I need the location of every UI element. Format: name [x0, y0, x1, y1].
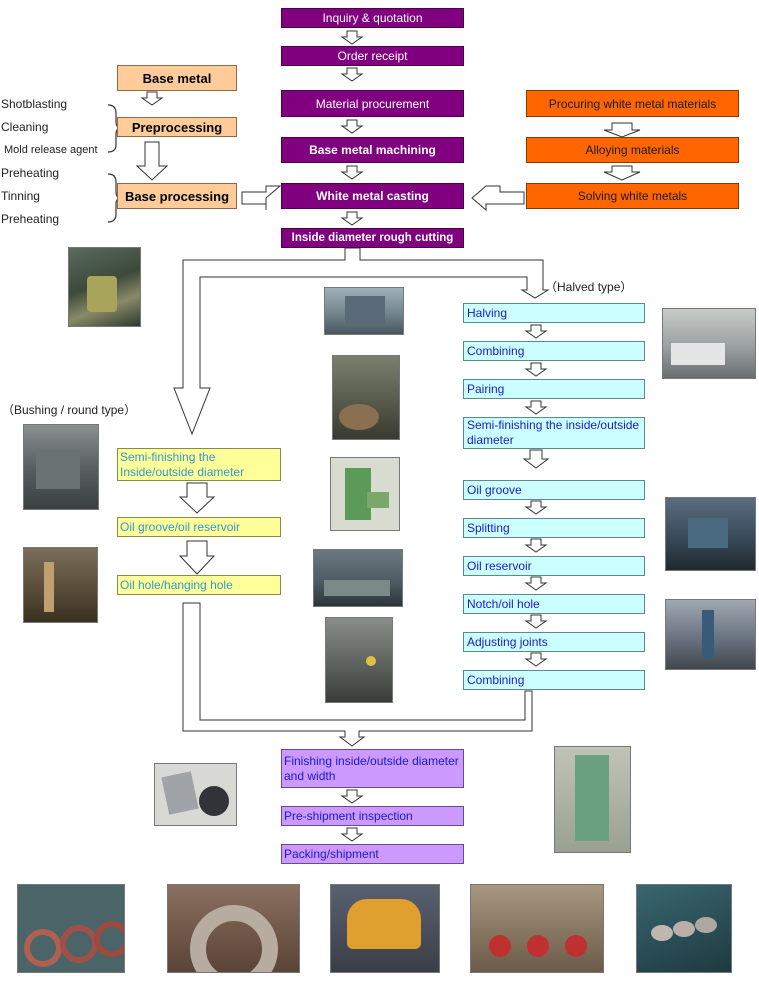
arrow-down-icon [341, 211, 363, 226]
arrow-down-large-icon [135, 141, 169, 181]
bushing-step-semi-finishing: Semi-finishing the Inside/outside diamet… [117, 448, 281, 481]
arrow-down-icon [525, 576, 547, 591]
arrow-down-icon [525, 324, 547, 339]
branch-split-connector [173, 247, 550, 436]
step-material-procurement: Material procurement [281, 90, 464, 117]
halved-step-oil-groove: Oil groove [463, 480, 645, 500]
label-tinning: Tinning [1, 189, 40, 203]
photo-product-rings [17, 884, 125, 973]
halved-step-oil-reservoir: Oil reservoir [463, 556, 645, 576]
arrow-down-icon [178, 540, 216, 575]
halved-step-notch: Notch/oil hole [463, 594, 645, 614]
photo-cnc-machine [324, 287, 404, 335]
arrow-down-icon [525, 400, 547, 415]
photo-product-housing [330, 884, 440, 973]
arrow-down-icon [178, 482, 216, 514]
label-preheating: Preheating [1, 166, 60, 180]
halved-step-splitting: Splitting [463, 518, 645, 538]
photo-halved-machine [665, 497, 756, 571]
photo-lathe [68, 247, 141, 327]
merge-connector [182, 602, 533, 747]
photo-planer [325, 617, 393, 703]
label-cleaning: Cleaning [1, 120, 49, 134]
arrow-down-icon [525, 538, 547, 553]
step-base-metal: Base metal [117, 65, 237, 91]
arrow-down-icon [341, 67, 363, 82]
arrow-down-icon [525, 362, 547, 377]
arrow-down-icon [522, 449, 550, 469]
photo-large-machine [662, 308, 756, 379]
halved-step-semi-finishing: Semi-finishing the inside/outside diamet… [463, 417, 645, 449]
photo-bearing-parts [154, 763, 237, 826]
halved-step-pairing: Pairing [463, 379, 645, 399]
halved-step-combining-2: Combining [463, 670, 645, 690]
step-rough-cutting: Inside diameter rough cutting [281, 228, 464, 248]
arrow-down-icon [141, 91, 163, 106]
label-preheating-2: Preheating [1, 212, 60, 226]
arrow-down-icon [341, 827, 363, 842]
photo-drill-press [23, 547, 98, 623]
step-order-receipt: Order receipt [281, 46, 464, 66]
arrow-down-icon [341, 30, 363, 45]
step-base-metal-machining: Base metal machining [281, 137, 464, 163]
arrow-left-icon [471, 185, 525, 212]
step-white-metal-casting: White metal casting [281, 183, 464, 209]
photo-vertical-machine [554, 746, 631, 853]
arrow-down-icon [603, 165, 641, 181]
photo-bushing-lathe [23, 424, 99, 510]
label-shotblasting: Shotblasting [1, 97, 68, 111]
step-base-processing: Base processing [117, 183, 237, 209]
arrow-down-icon [341, 119, 363, 134]
bushing-title: （Bushing / round type） [2, 403, 137, 417]
halved-step-halving: Halving [463, 303, 645, 323]
photo-product-bushings [636, 884, 732, 973]
label-mold-release: Mold release agent [4, 144, 98, 156]
arrow-down-icon [603, 122, 641, 138]
arrow-down-icon [341, 165, 363, 180]
arrow-down-icon [341, 789, 363, 804]
arrow-right-icon [241, 185, 282, 210]
halved-step-adjusting-joints: Adjusting joints [463, 632, 645, 652]
photo-vertical-lathe [332, 355, 400, 440]
arrow-down-icon [525, 652, 547, 667]
photo-boring-machine [313, 549, 403, 607]
halved-step-combining: Combining [463, 341, 645, 361]
final-step-inspection: Pre-shipment inspection [281, 806, 464, 826]
step-inquiry: Inquiry & quotation [281, 8, 464, 28]
final-step-packing: Packing/shipment [281, 844, 464, 864]
arrow-down-icon [525, 500, 547, 515]
photo-product-connecting-rods [470, 884, 604, 973]
photo-product-halfshell [167, 884, 300, 973]
arrow-down-icon [525, 614, 547, 629]
bushing-step-oil-groove: Oil groove/oil reservoir [117, 517, 281, 537]
step-alloying: Alloying materials [526, 137, 739, 163]
bushing-step-oil-hole: Oil hole/hanging hole [117, 575, 281, 595]
step-procuring-white-metal: Procuring white metal materials [526, 90, 739, 117]
photo-radial-drill [665, 599, 756, 670]
final-step-finishing: Finishing inside/outside diameter and wi… [281, 749, 464, 788]
step-solving-white-metals: Solving white metals [526, 183, 739, 209]
step-preprocessing: Preprocessing [117, 117, 237, 137]
halved-title: （Halved type） [545, 280, 633, 294]
photo-milling-machine [330, 457, 400, 531]
